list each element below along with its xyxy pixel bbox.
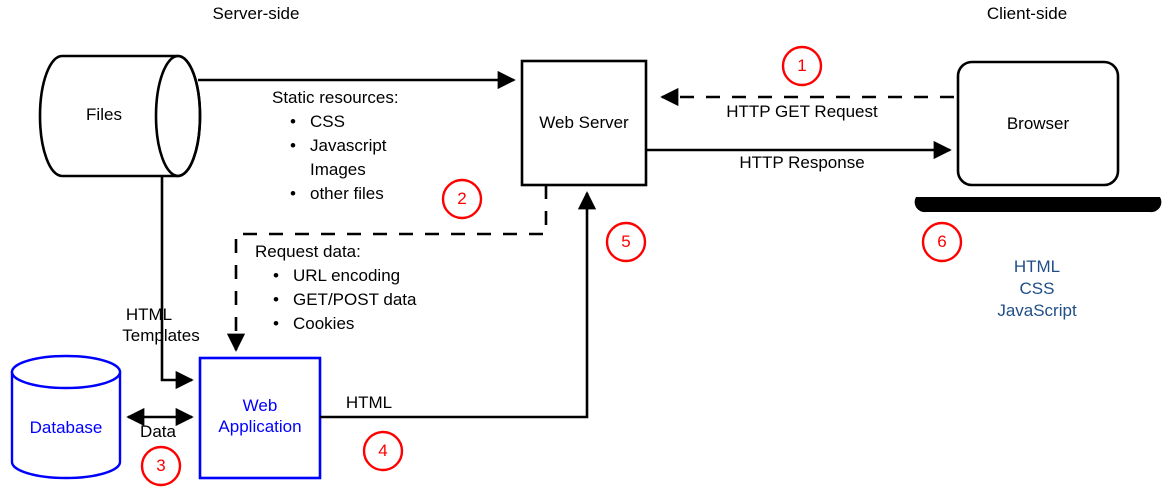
- step-marker-3-label: 3: [156, 456, 166, 475]
- request-data-item: GET/POST data: [273, 288, 416, 312]
- edge-label-data: Data: [140, 422, 176, 441]
- node-web-application-shape: [198, 356, 322, 480]
- edge-request-data: [226, 185, 548, 352]
- edge-label-static-resources: Static resources: CSS Javascript Images …: [272, 86, 399, 206]
- node-web-server-shape: [520, 59, 648, 187]
- edge-label-html: HTML: [345, 393, 393, 412]
- edge-label-http-get-request: HTTP GET Request: [726, 102, 878, 121]
- client-stack-css: CSS: [1019, 279, 1055, 298]
- node-files-shape: [38, 54, 202, 178]
- edge-html-to-web-server: [320, 191, 597, 419]
- static-resources-heading: Static resources:: [272, 88, 399, 107]
- step-marker-2-label: 2: [457, 189, 467, 208]
- static-resources-item: Images: [310, 160, 366, 179]
- client-stack-javascript: JavaScript: [997, 301, 1077, 320]
- request-data-item: Cookies: [273, 312, 416, 336]
- request-data-heading: Request data:: [255, 242, 361, 261]
- step-marker-3-circle: [140, 445, 182, 487]
- node-database-shape: [10, 354, 122, 480]
- step-marker-6-label: 6: [937, 232, 947, 251]
- node-label-files: Files: [86, 105, 122, 124]
- edge-label-http-response: HTTP Response: [739, 153, 865, 172]
- zone-label-client-side: Client-side: [986, 4, 1068, 23]
- static-resources-item: other files: [290, 182, 399, 206]
- edge-label-request-data: Request data: URL encoding GET/POST data…: [255, 240, 416, 336]
- step-marker-6-circle: [921, 221, 963, 263]
- step-marker-4-circle: [362, 430, 404, 472]
- client-stack-html: HTML: [1013, 257, 1061, 276]
- step-marker-4-label: 4: [378, 441, 388, 460]
- node-label-web-server: Web Server: [539, 113, 629, 132]
- zone-label-server-side: Server-side: [212, 4, 300, 23]
- static-resources-list: CSS Javascript Images other files: [272, 110, 399, 206]
- static-resources-item: Javascript: [290, 134, 399, 158]
- step-marker-5-label: 5: [621, 232, 631, 251]
- request-data-list: URL encoding GET/POST data Cookies: [255, 264, 416, 336]
- static-resources-item: CSS: [290, 110, 399, 134]
- step-marker-2-circle: [441, 178, 483, 220]
- node-label-database: Database: [29, 418, 103, 437]
- step-marker-5-circle: [605, 221, 647, 263]
- step-marker-1-label: 1: [797, 56, 807, 75]
- step-marker-1-circle: [781, 45, 823, 87]
- node-label-browser: Browser: [1006, 114, 1070, 133]
- node-label-web-application-line1: Web: [242, 396, 278, 415]
- node-browser-shape: [914, 60, 1162, 213]
- edge-html-templates: [160, 176, 194, 390]
- node-label-web-application-line2: Application: [218, 417, 302, 436]
- edge-label-html-templates-line2: Templates: [122, 326, 200, 345]
- request-data-item: URL encoding: [273, 264, 416, 288]
- edge-label-html-templates-line1: HTML: [125, 305, 173, 324]
